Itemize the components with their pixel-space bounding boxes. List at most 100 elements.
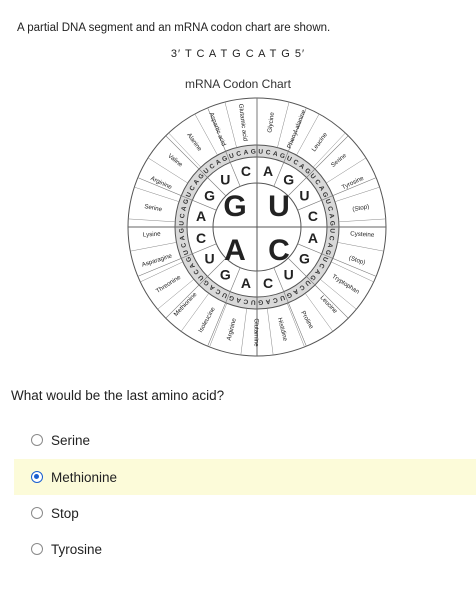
segment-divider [165,257,227,319]
third-base-letter: C [317,262,326,270]
third-base-letter: A [265,297,271,305]
third-base-letter: C [236,150,243,158]
third-base-letter: C [208,162,216,171]
amino-acid-divider [224,101,237,148]
dna-segment: 3′ T C A T G C A T G 5′ [170,48,306,60]
first-base-letter: G [223,190,246,223]
third-base-letter: A [298,163,306,172]
third-base-letter: G [178,228,185,233]
third-base-letter: A [317,185,326,193]
amino-acid-divider [334,186,380,202]
third-base-letter: C [297,283,305,292]
amino-acid-label: (Stop) [352,203,370,213]
third-base-letter: A [215,158,223,167]
segment-divider [287,257,349,319]
radio-button[interactable] [31,543,43,555]
radio-button[interactable] [31,507,43,519]
amino-acid-divider [312,132,346,168]
first-base-letter: C [268,234,290,267]
amino-acid-divider [338,218,386,223]
radio-button[interactable] [31,434,43,446]
segment-divider [273,267,307,347]
third-base-letter: U [303,278,311,287]
third-base-letter: C [192,267,201,275]
third-base-letter: A [193,178,202,186]
third-base-letter: G [285,291,293,299]
amino-acid-label: Lysine [143,231,162,239]
third-base-letter: G [197,172,206,180]
third-base-letter: U [321,255,329,263]
third-base-letter: G [321,191,329,199]
option-serine[interactable]: Serine [14,422,476,458]
second-base-letter: C [241,163,251,179]
segment-divider [165,135,227,197]
amino-acid-divider [134,186,180,202]
first-base-letter: A [224,234,246,267]
radio-button-selected[interactable] [31,471,43,483]
third-base-letter: U [251,298,256,305]
second-base-letter: G [220,266,231,282]
third-base-letter: U [285,155,293,163]
amino-acid-divider [157,279,194,310]
option-methionine[interactable]: Methionine [14,459,476,495]
third-base-letter: G [323,249,331,256]
option-stop[interactable]: Stop [14,495,476,531]
second-base-letter: U [205,251,215,267]
third-base-letter: C [292,158,300,167]
amino-acid-label: Glycine [266,111,276,133]
third-base-letter: A [326,242,334,249]
third-base-letter: G [182,198,190,205]
amino-acid-label: Cysteine [350,230,375,239]
amino-acid-label: Serine [144,203,163,213]
segment-divider [137,177,217,211]
third-base-letter: A [179,235,187,241]
second-base-letter: C [263,275,273,291]
segment-divider [287,135,349,197]
option-label: Tyrosine [51,541,103,557]
amino-acid-divider [240,308,247,356]
third-base-letter: C [243,297,249,305]
amino-acid-divider [209,303,228,348]
third-base-letter: U [308,173,317,181]
segment-divider [207,267,241,347]
third-base-letter: U [324,198,332,205]
third-base-letter: U [197,273,206,281]
third-base-letter: A [208,283,216,292]
third-base-letter: G [258,298,263,305]
amino-acid-divider [168,132,202,168]
third-base-letter: U [182,249,190,256]
amino-acid-divider [286,303,305,348]
third-base-letter: C [326,206,334,213]
third-base-letter: G [308,273,317,281]
option-label: Methionine [51,469,118,485]
third-base-letter: C [214,287,222,296]
second-base-letter: A [196,208,206,224]
third-base-letter: U [228,152,235,160]
amino-acid-divider [304,293,334,332]
amino-acid-divider [147,157,188,184]
amino-acid-label: Glutamic acid [237,103,249,142]
third-base-letter: C [327,235,335,241]
third-base-letter: C [272,296,279,304]
second-base-letter: U [220,172,230,188]
third-base-letter: A [235,296,242,304]
option-tyrosine[interactable]: Tyrosine [14,531,476,567]
amino-acid-divider [180,293,210,332]
third-base-letter: G [202,278,210,287]
third-base-letter: G [303,167,311,176]
amino-acid-divider [337,242,384,252]
question-text: What would be the last amino acid? [11,388,225,403]
segment-divider [137,243,217,277]
second-base-letter: C [196,230,206,246]
third-base-letter: U [178,221,185,226]
third-base-letter: A [291,287,299,296]
amino-acid-divider [326,157,367,184]
option-label: Stop [51,505,79,521]
third-base-letter: A [313,268,322,276]
first-base-letter: U [268,190,290,223]
question-intro: A partial DNA segment and an mRNA codon … [17,22,331,34]
second-base-letter: G [299,251,310,267]
second-base-letter: A [241,275,251,291]
third-base-letter: U [258,148,263,155]
third-base-letter: A [188,261,197,269]
